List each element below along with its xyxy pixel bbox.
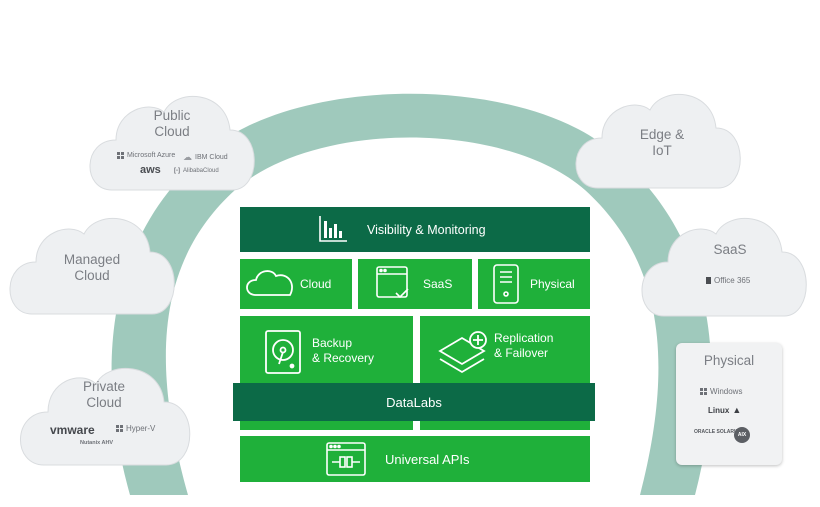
logo-text: Nutanix AHV [80, 440, 114, 446]
orchestration-label: Orchestration [376, 68, 488, 87]
logo-text: Windows [710, 387, 743, 396]
logo-linux: Linux ▲ [708, 405, 741, 415]
logo-text: Office 365 [714, 276, 751, 285]
layers-plus-icon [438, 331, 487, 374]
edge-cloud-shape [575, 94, 741, 189]
managed-cloud-line1: Managed [63, 252, 121, 267]
saas-box [358, 259, 472, 309]
windows-icon [700, 388, 707, 395]
disk-drive-icon [265, 330, 301, 374]
logo-text: Linux [708, 405, 730, 415]
private-cloud-shape [20, 368, 191, 466]
logo-text: AlibabaCloud [183, 168, 219, 174]
logo-text: IBM Cloud [195, 154, 228, 161]
replication-line2: & Failover [494, 346, 549, 360]
private-cloud-line1: Private [82, 379, 126, 394]
logo-text: Microsoft Azure [127, 152, 176, 159]
logo-hyper-v: Hyper-V [116, 424, 155, 433]
visibility-label: Visibility & Monitoring [367, 222, 486, 237]
backup-line2: & Recovery [312, 351, 375, 365]
datalabs-bar [233, 383, 595, 421]
physical-box [478, 259, 590, 309]
edge-cloud-line1: Edge & [639, 127, 685, 142]
logo-microsoft-azure: Microsoft Azure [117, 152, 175, 159]
managed-cloud-line2: Cloud [74, 268, 110, 283]
datalabs-label: DataLabs [386, 394, 442, 410]
browser-check-icon [376, 266, 409, 299]
windows-icon [117, 152, 124, 159]
backup-label: Backup & Recovery [312, 336, 374, 366]
saas-cloud-shape [641, 218, 807, 317]
public-cloud-line1: Public [153, 108, 191, 123]
saas-cloud-label: SaaS [713, 242, 747, 257]
windows-icon [116, 425, 123, 432]
apis-label: Universal APIs [385, 451, 470, 467]
logo-vmware: vmware [50, 423, 95, 437]
logo-aix: AIX [734, 427, 750, 443]
edge-cloud-label: Edge & IoT [630, 127, 694, 159]
cloud-label: Cloud [300, 277, 332, 291]
logo-aws: aws [140, 164, 161, 176]
gears-icon [339, 61, 366, 93]
replication-label: Replication & Failover [494, 331, 553, 361]
managed-cloud-label: Managed Cloud [54, 252, 130, 284]
cloud-icon [246, 270, 293, 296]
logo-alibaba-cloud: [-] AlibabaCloud [174, 168, 219, 174]
private-cloud-label: Private Cloud [72, 379, 136, 411]
orchestration-title: Orchestration [336, 58, 487, 98]
physical-label: Physical [530, 277, 575, 291]
logo-office-365: Office 365 [706, 276, 750, 285]
visibility-box [240, 207, 590, 252]
public-cloud-shape [89, 96, 255, 191]
cloud-box [240, 259, 352, 309]
edge-cloud-line2: IoT [652, 143, 672, 158]
physical-platforms-card: Physical Windows Linux ▲ ORACLE SOLARIS … [676, 343, 782, 465]
ibm-cloud-icon: ☁ [183, 152, 192, 162]
office-icon [706, 277, 711, 284]
private-cloud-line2: Cloud [86, 395, 122, 410]
public-cloud-line2: Cloud [154, 124, 190, 139]
tux-icon: ▲ [732, 405, 742, 415]
logo-ibm-cloud: ☁ IBM Cloud [183, 152, 228, 163]
apis-box [240, 436, 590, 482]
backup-line1: Backup [312, 336, 353, 350]
logo-oracle-solaris: ORACLE SOLARIS [694, 429, 739, 435]
public-cloud-label: Public Cloud [140, 108, 204, 140]
logo-nutanix: Nutanix AHV [80, 440, 113, 446]
saas-label: SaaS [423, 277, 453, 291]
logo-text: ORACLE SOLARIS [694, 429, 739, 435]
logo-text: aws [140, 164, 161, 176]
logo-text: vmware [50, 423, 95, 437]
alibaba-icon: [-] [174, 168, 180, 174]
managed-cloud-shape [9, 218, 175, 315]
logo-text: Hyper-V [126, 424, 156, 433]
physical-card-label: Physical [703, 353, 755, 368]
logo-text: AIX [737, 432, 747, 438]
api-plug-icon [326, 442, 366, 476]
server-icon [493, 264, 519, 304]
logo-windows: Windows [700, 387, 742, 396]
bar-chart-icon [319, 216, 347, 242]
replication-line1: Replication [494, 331, 554, 345]
